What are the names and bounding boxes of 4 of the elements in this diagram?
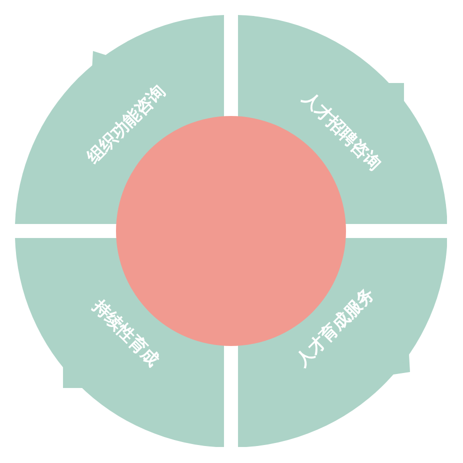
segment-label: 人才招聘咨询 (298, 90, 384, 174)
segment-label: 人才育成服务 (294, 286, 378, 370)
segment-label: 持续性育成 (88, 298, 162, 370)
segment-label: 组织功能咨询 (84, 82, 170, 168)
